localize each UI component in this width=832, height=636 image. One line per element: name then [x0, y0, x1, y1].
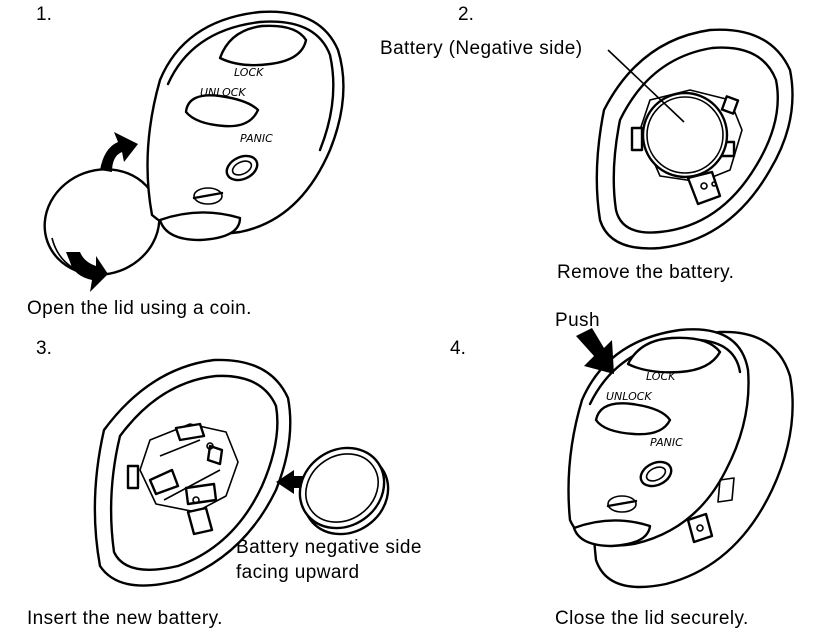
lock-label-step4: LOCK: [646, 370, 676, 383]
battery-negative-side-callout: Battery (Negative side): [380, 38, 583, 59]
step-3-number: 3.: [36, 338, 52, 359]
logo-icon-step4: [607, 495, 637, 513]
insert-arrow-icon: [276, 470, 304, 494]
empty-holder-clip: [126, 464, 140, 490]
unlock-button: [184, 94, 260, 128]
lock-button-step4: [626, 336, 722, 374]
step-3-illustration: [93, 358, 390, 587]
unlock-button-step4: [594, 402, 672, 436]
panic-label: PANIC: [240, 132, 273, 145]
step-1-caption: Open the lid using a coin.: [27, 298, 252, 319]
step-1-illustration: LOCK UNLOCK PANIC: [43, 10, 345, 292]
unlock-label: UNLOCK: [200, 86, 246, 99]
removed-lid: [43, 168, 161, 277]
new-battery: [298, 446, 390, 536]
rotate-arrow-up-icon: [100, 132, 138, 172]
lock-button: [218, 24, 308, 67]
rotate-arrow-down-icon: [66, 252, 108, 292]
step-4-number: 4.: [450, 338, 466, 359]
holder-clip-left: [630, 126, 644, 152]
push-arrow-icon: [576, 328, 614, 374]
key-fob-front: LOCK UNLOCK PANIC: [146, 10, 345, 242]
step-4-caption: Close the lid securely.: [555, 608, 749, 629]
step-1-number: 1.: [36, 4, 52, 25]
logo-icon: [193, 187, 223, 205]
coin-slot: [158, 211, 242, 242]
battery-in-holder: [641, 91, 729, 179]
step-2-number: 2.: [458, 4, 474, 25]
battery-terminal: [686, 170, 722, 206]
unlock-label-step4: UNLOCK: [606, 390, 652, 403]
step-4-illustration: LOCK UNLOCK PANIC: [567, 328, 794, 589]
lock-label: LOCK: [234, 66, 264, 79]
step-3-caption: Insert the new battery.: [27, 608, 223, 629]
fob-housing-empty: [93, 358, 292, 587]
step-2-caption: Remove the battery.: [557, 262, 735, 283]
panic-label-step4: PANIC: [650, 436, 683, 449]
step-2-illustration: [595, 28, 794, 250]
negative-side-callout-line1: Battery negative side: [236, 537, 422, 558]
negative-side-callout-line2: facing upward: [236, 562, 360, 583]
fob-lid-front: [567, 328, 750, 547]
push-callout: Push: [555, 310, 600, 331]
